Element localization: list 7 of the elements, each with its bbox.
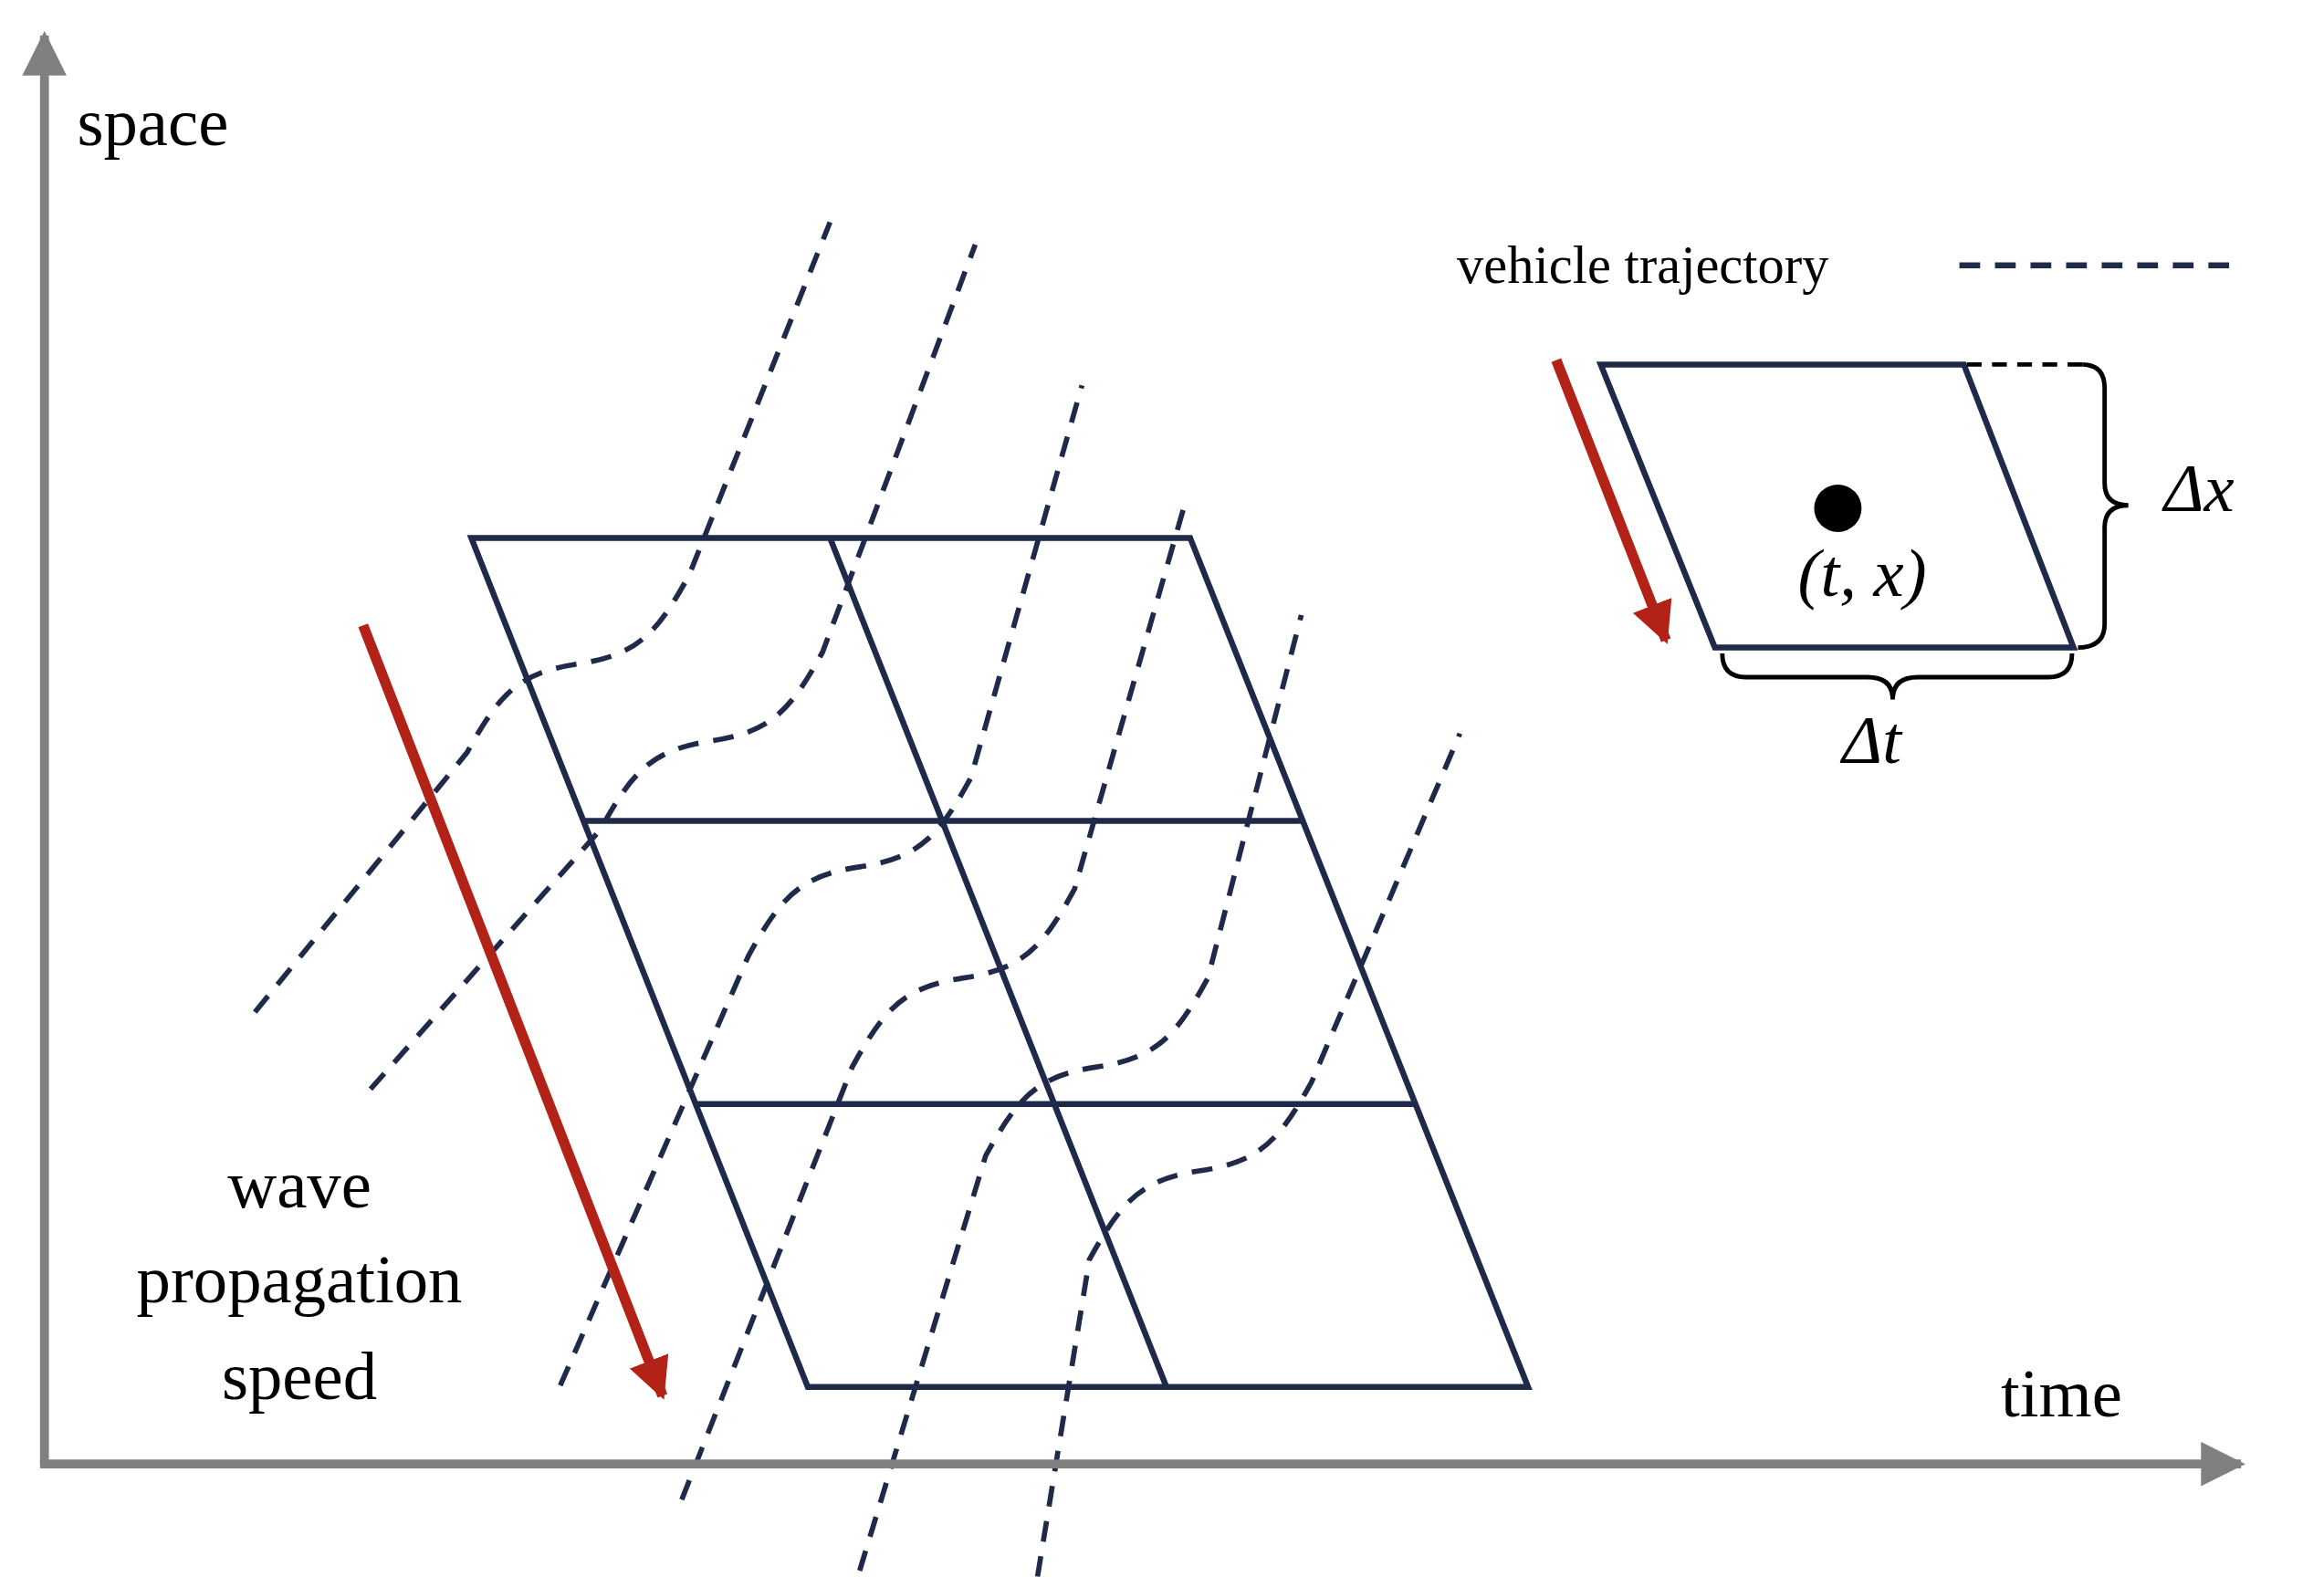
axis-label: space [77,86,229,162]
legend-label: vehicle trajectory [1457,236,1829,297]
dimension-label: Δt [1842,704,1901,779]
point-label: (t, x) [1797,536,1927,611]
axis-label: time [2001,1357,2122,1433]
annotation-text: wave propagation speed [135,1145,464,1415]
dimension-label: Δx [2163,452,2235,527]
